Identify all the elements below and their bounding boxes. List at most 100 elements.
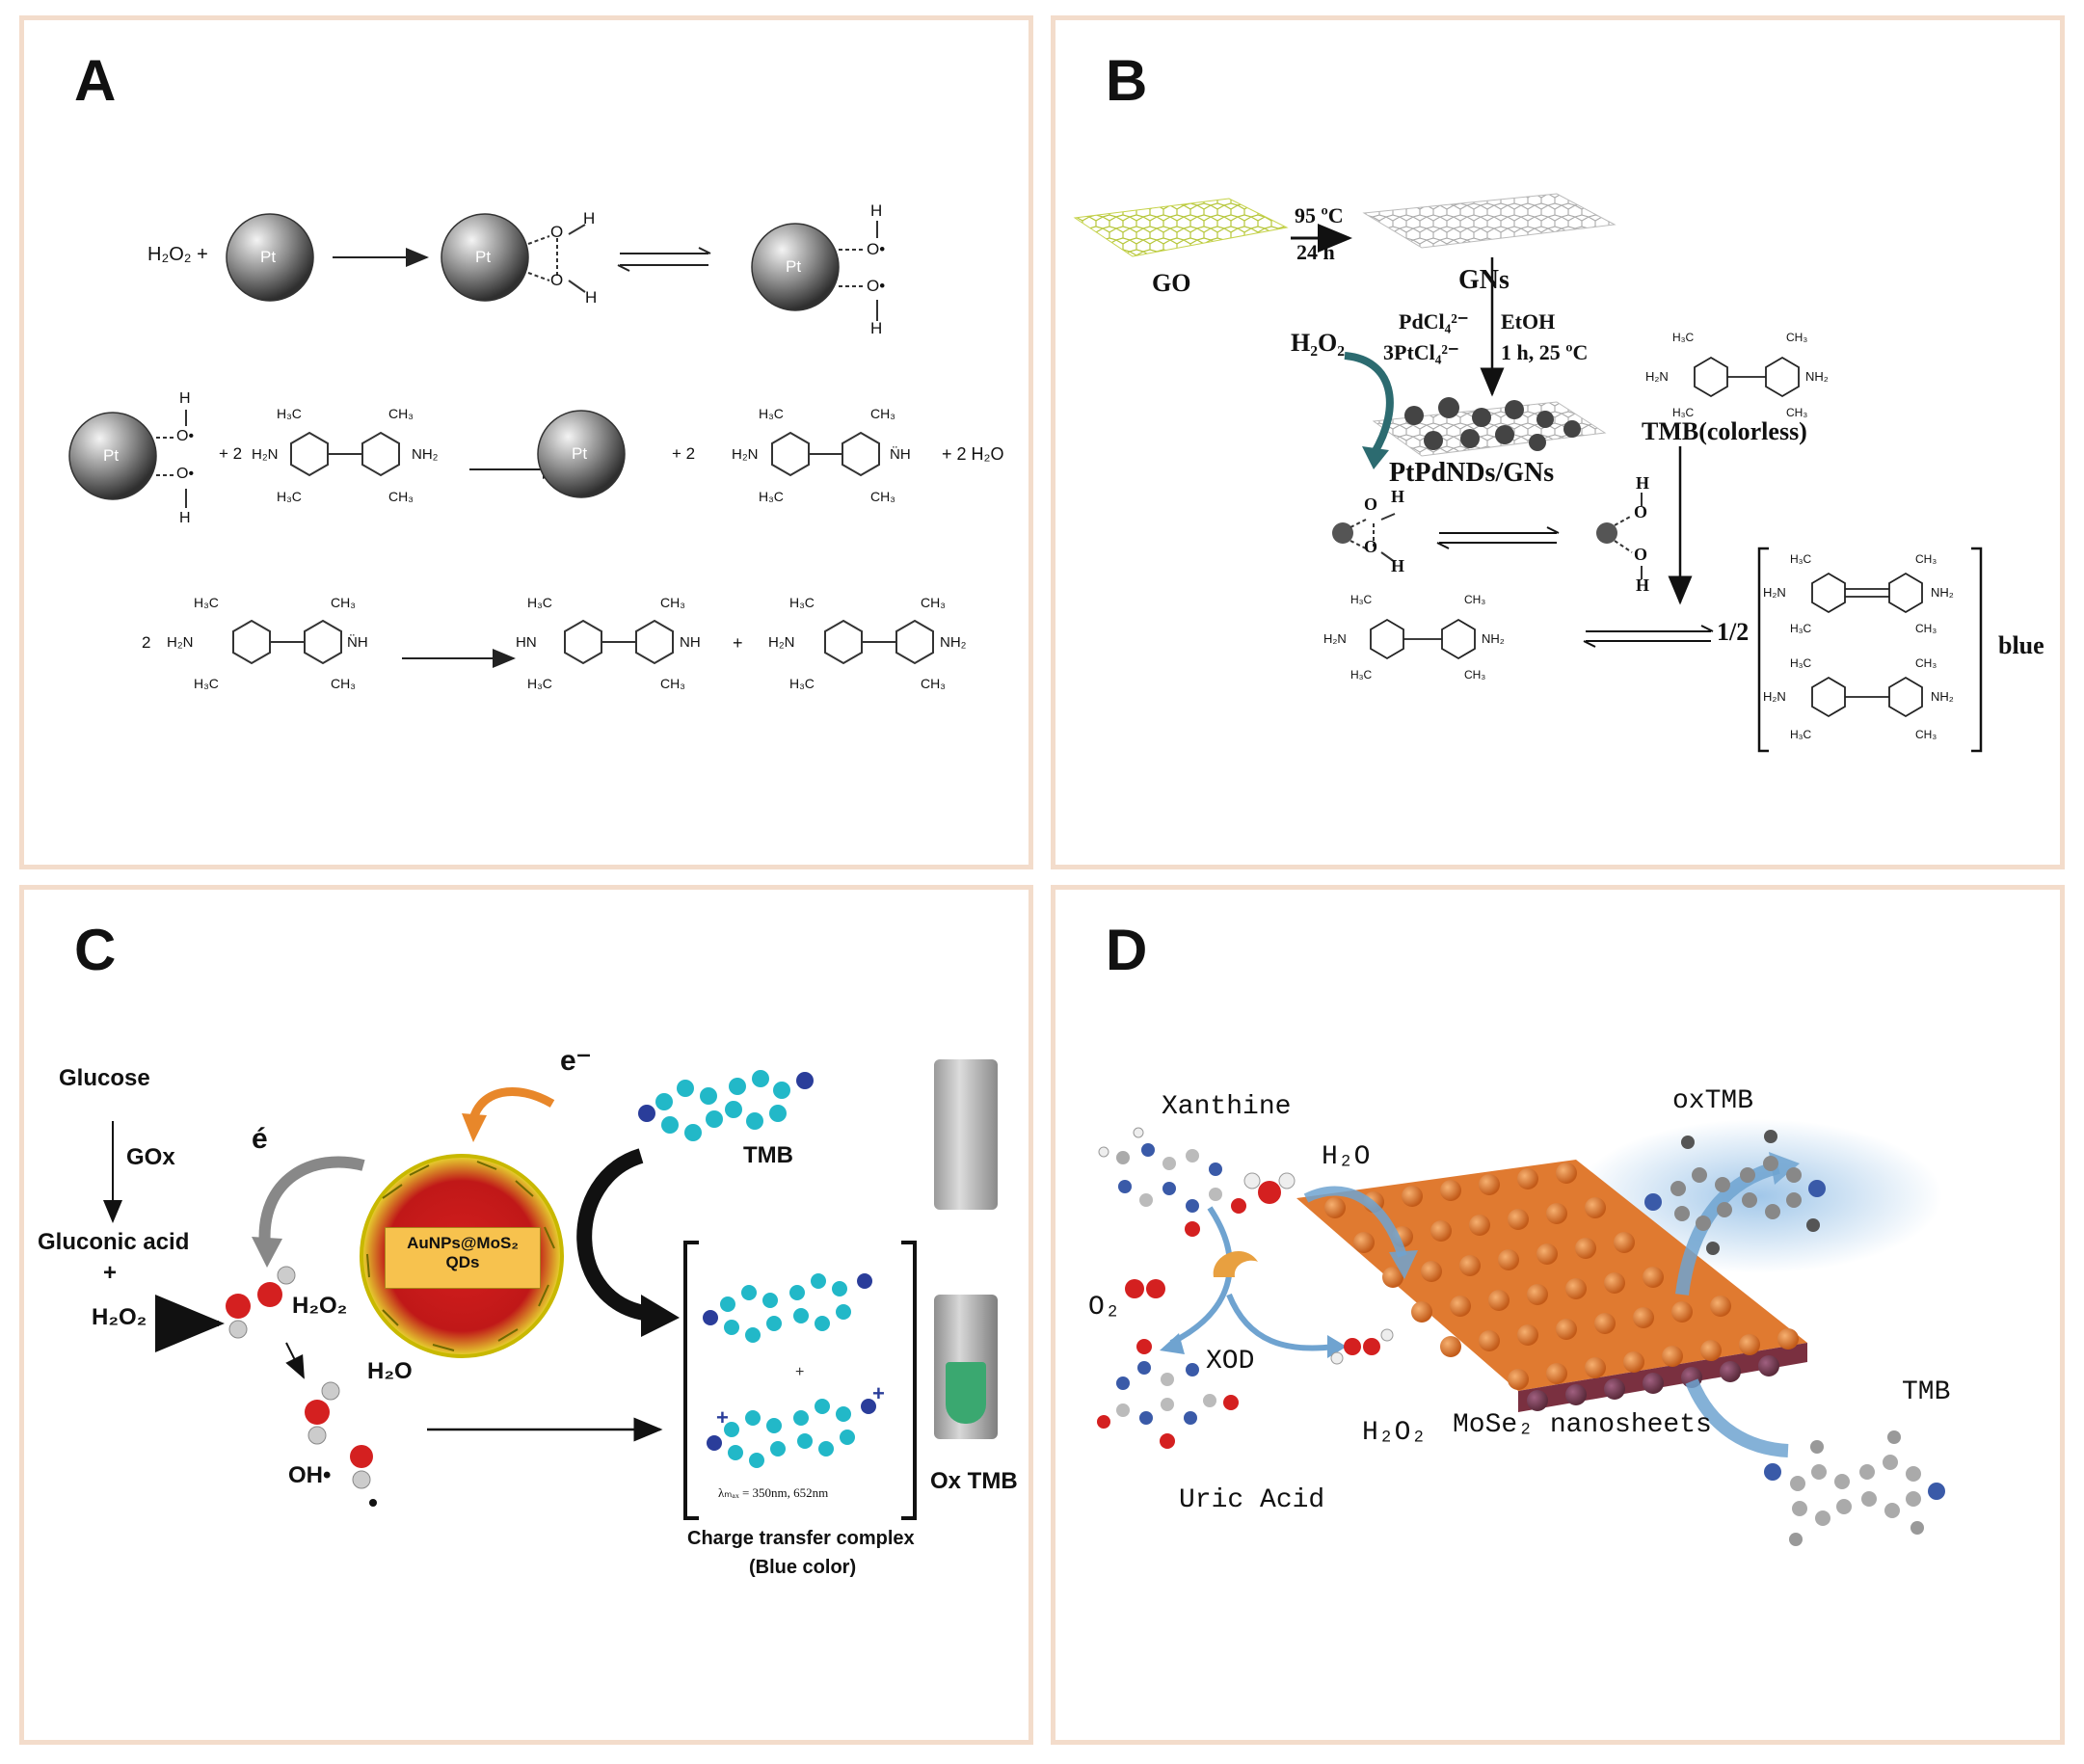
water-label: H₂O <box>367 1358 413 1384</box>
amine-label: NH₂ <box>412 446 439 463</box>
xanthine-label: Xanthine <box>1162 1092 1292 1122</box>
radical-amine-label: N̈H <box>890 446 911 463</box>
hydrogen-label: H <box>1391 556 1405 575</box>
methyl-label: CH₃ <box>660 595 685 610</box>
methyl-label: CH₃ <box>1915 656 1937 670</box>
oxtmb-molecule-top <box>703 1273 872 1343</box>
methyl-label: CH₃ <box>1464 668 1486 682</box>
tmb-molecule-gray <box>1764 1430 1945 1546</box>
benzene-ring <box>842 432 880 476</box>
panel-label: C <box>74 918 117 982</box>
hydrogen-label: H <box>179 390 191 407</box>
electron-label: é <box>252 1123 268 1155</box>
methyl-label: CH₃ <box>1786 406 1808 419</box>
xod-label: XOD <box>1206 1347 1255 1376</box>
amine-label: H₂N <box>1763 585 1786 600</box>
methyl-label: H₃C <box>1672 406 1695 419</box>
hydrogen-label: H <box>1636 575 1650 595</box>
methyl-label: CH₃ <box>1915 552 1937 566</box>
pt-sphere <box>537 410 626 498</box>
hydrogen-label: H <box>583 209 596 227</box>
methyl-label: CH₃ <box>1915 728 1937 741</box>
methyl-label: H₃C <box>1672 331 1695 344</box>
methyl-label: CH₃ <box>388 406 414 421</box>
benzene-ring <box>304 620 342 664</box>
plus-sign: + <box>103 1260 118 1286</box>
solvent-label: EtOH <box>1501 309 1556 334</box>
panel-c: C <box>19 885 1033 1745</box>
plus-sign: + <box>733 633 743 653</box>
pt-label: Pt <box>572 444 588 463</box>
svg-text:+: + <box>716 1405 729 1430</box>
oxygen-label: O <box>1364 537 1378 556</box>
mose2-label: MoSe₂ nanosheets <box>1453 1410 1712 1440</box>
panel-label: A <box>74 48 117 113</box>
methyl-label: CH₃ <box>1915 622 1937 635</box>
nanozyme-label: PtPdNDs/GNs <box>1389 458 1555 488</box>
oxygen-label: O <box>1634 545 1648 564</box>
panel-c-scheme: + + + <box>103 1070 917 1520</box>
panel-d: D <box>1051 885 2065 1745</box>
oxygen-label: O <box>550 223 564 241</box>
pt-label: Pt <box>786 257 802 276</box>
methyl-label: CH₃ <box>870 406 895 421</box>
methyl-label: CH₃ <box>388 489 414 504</box>
amine-label: H₂N <box>1763 689 1786 704</box>
panel-d-scheme <box>1097 1119 1945 1546</box>
h2o2-label: H₂O₂ <box>1362 1418 1428 1448</box>
absorption-maxima: λₘₐₓ = 350nm, 652nm <box>718 1485 829 1500</box>
complex-color-label: (Blue color) <box>749 1557 857 1578</box>
tmb-label: TMB <box>1902 1377 1951 1407</box>
tmb-arrow <box>1685 1378 1789 1457</box>
oxygen-label: O₂ <box>1088 1293 1121 1323</box>
coefficient: 2 <box>142 633 151 652</box>
amine-label: NH₂ <box>1805 369 1829 384</box>
benzene-ring <box>290 432 329 476</box>
xanthine-molecule <box>1098 1127 1246 1237</box>
oxtmb-molecule <box>1644 1130 1826 1255</box>
coefficient: + 2 <box>672 444 696 463</box>
coefficient: + 2 <box>219 444 243 463</box>
radical-amine-label: N̈H <box>347 634 368 651</box>
hydrogen-label: H <box>585 288 598 307</box>
gns-sheet <box>1362 193 1616 249</box>
oxidation-arrow-up <box>1675 1161 1780 1296</box>
ptpd-nanodendrites <box>1404 397 1581 451</box>
blue-label: blue <box>1998 631 2044 659</box>
methyl-label: H₃C <box>1350 593 1373 606</box>
h2o2-reactant: H₂O₂ + <box>147 244 208 265</box>
benzene-ring <box>824 620 863 664</box>
pt-sphere <box>226 213 314 302</box>
benzene-ring <box>361 432 400 476</box>
pt-sphere <box>68 412 157 500</box>
water-label: H₂O <box>1322 1142 1371 1172</box>
methyl-label: H₃C <box>527 676 552 691</box>
colorless-sample-tube <box>934 1059 998 1210</box>
go-label: GO <box>1152 269 1191 297</box>
svg-text:+: + <box>795 1364 804 1380</box>
uric-acid-label: Uric Acid <box>1179 1485 1325 1515</box>
methyl-label: H₃C <box>759 489 784 504</box>
hydrogen-label: H <box>870 201 883 220</box>
pt-sphere <box>751 223 840 311</box>
complex-label: Charge transfer complex <box>687 1528 915 1549</box>
gns-label: GNs <box>1458 265 1510 295</box>
oxtmb-label: Ox TMB <box>930 1468 1018 1494</box>
qd-label-line2: QDs <box>445 1253 480 1271</box>
hydroxyl-radical-label: OH• <box>288 1462 332 1488</box>
mose2-sheet <box>1296 1160 1807 1412</box>
benzene-ring <box>895 620 934 664</box>
methyl-label: CH₃ <box>1464 593 1486 606</box>
qd-label-box: AuNPs@MoS₂ QDs <box>385 1227 541 1289</box>
methyl-label: CH₃ <box>870 489 895 504</box>
methyl-label: CH₃ <box>1786 331 1808 344</box>
oxygen-label: O <box>550 271 564 289</box>
amine-label: H₂N <box>167 634 194 651</box>
gluconic-acid-label: Gluconic acid <box>38 1229 190 1255</box>
panel-label: B <box>1106 48 1148 113</box>
panel-a-structures <box>68 213 934 668</box>
hydrogen-label: H <box>1636 473 1650 493</box>
amine-label: H₂N <box>768 634 795 651</box>
panel-label: D <box>1106 918 1148 982</box>
panel-b-scheme <box>1073 193 1983 753</box>
